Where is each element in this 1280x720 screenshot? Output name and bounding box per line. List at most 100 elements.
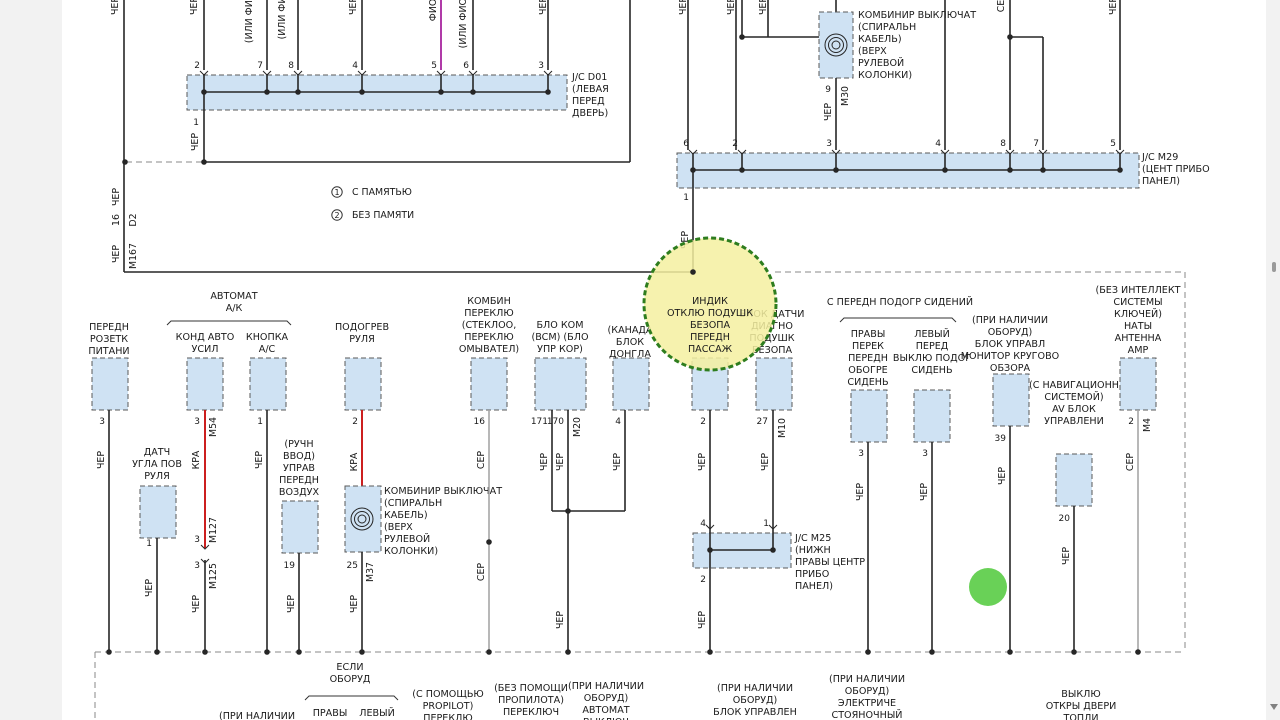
component-combo-switch-2-label: КОМБИНИР ВЫКЛЮЧАТ <box>384 486 502 497</box>
component-airbag-ind-label: ПАССАЖ <box>688 344 733 355</box>
component-avm-label: ОБЗОРА <box>990 363 1031 374</box>
group-header-auto-ac: АВТОМАТ <box>210 291 257 302</box>
component-wiper-switch-label: КОМБИН <box>467 296 511 307</box>
jc-m25-label: ПРАВЫ ЦЕНТР <box>795 557 865 568</box>
jc-m29-pin: 8 <box>1000 139 1006 149</box>
jc-d01-splice <box>438 89 444 95</box>
connector-label: M10 <box>777 418 788 438</box>
legend-number: 1 <box>334 188 339 197</box>
component-combo-switch-2-box <box>344 485 382 553</box>
jc-d01-bottom-pin: 1 <box>193 118 199 128</box>
wire-label: ЧЕР <box>254 451 265 469</box>
connector-label: D2 <box>128 213 139 226</box>
pin-label: 27 <box>757 417 768 427</box>
pin-label: 2 <box>1128 417 1134 427</box>
jc-d01-splice <box>545 89 551 95</box>
jc-d01-pin: 5 <box>431 61 437 71</box>
pin-label: 170 <box>547 417 564 427</box>
component-seat-heat-l-label: ПЕРЕД <box>916 341 949 352</box>
component-airbag-ind-label: ИНДИК <box>692 296 728 307</box>
bottom-label: ЛЕВЫЙ <box>359 706 395 719</box>
scrollbar-thumb[interactable] <box>1272 262 1276 272</box>
component-key-antenna-label: СИСТЕМЫ <box>1113 297 1162 308</box>
jc-d01-pin: 2 <box>194 61 200 71</box>
component-dongle-label: БЛОК <box>616 337 644 348</box>
component-airbag-ind-label: ОТКЛЮ ПОДУШК <box>667 308 753 319</box>
bottom-label: ТОПЛИ <box>1062 713 1098 720</box>
component-ac-amp-label: КОНД АВТО <box>176 332 235 343</box>
jc-m29-pin: 7 <box>1033 139 1039 149</box>
spiral-cable-icon <box>354 511 370 527</box>
jc-d01-label: (ЛЕВАЯ <box>572 84 609 95</box>
component-wiper-switch-label: ПЕРЕКЛЮ <box>464 308 514 319</box>
component-steer-heat-box <box>344 357 382 411</box>
component-dongle-label: (КАНАДА <box>608 325 653 336</box>
jc-m29-label: (ЦЕНТ ПРИБО <box>1142 164 1210 175</box>
scrollbar-track[interactable] <box>1266 0 1280 720</box>
wire-label: ЧЕР <box>612 453 623 471</box>
splice-dot <box>122 159 128 165</box>
pin-label: 9 <box>825 85 831 95</box>
group-header-front-heat: С ПЕРЕДН ПОДОГР СИДЕНИЙ <box>827 295 973 308</box>
jc-m29-splice <box>1007 167 1013 173</box>
wire-label: ЧЕР <box>96 451 107 469</box>
connector-label: M167 <box>128 243 139 269</box>
jc-m29-splice <box>739 167 745 173</box>
legend-num-icon <box>331 209 343 221</box>
bottom-label: (ПРИ НАЛИЧИИ <box>829 674 905 685</box>
wire-label: ЧЕР <box>760 453 771 471</box>
pin-label: 171 <box>531 417 548 427</box>
pin-label: 25 <box>347 561 358 571</box>
scroll-down-arrow-icon[interactable] <box>1270 704 1278 710</box>
jc-m29-splice <box>942 167 948 173</box>
component-wiper-switch-label: (СТЕКЛОО, <box>462 320 517 331</box>
pin-label: 39 <box>995 434 1007 444</box>
jc-d01-splice <box>359 89 365 95</box>
spiral-cable-icon <box>350 507 374 531</box>
bottom-label: PROPILOT) <box>423 701 474 712</box>
component-ac-switch-label: А/С <box>259 344 276 355</box>
splice-dot <box>565 508 571 514</box>
ground-splice-dot <box>154 649 160 655</box>
jc-m29-pin: 4 <box>935 139 941 149</box>
bottom-label: ОБОРУД) <box>845 686 890 697</box>
ground-splice-dot <box>264 649 270 655</box>
component-front-socket-label: ПЕРЕДН <box>89 322 129 333</box>
component-wiper-switch-label: ПЕРЕКЛЮ <box>464 332 514 343</box>
component-key-antenna-label: (БЕЗ ИНТЕЛЛЕКТ <box>1095 285 1180 296</box>
wire-label: ЧЕР <box>1108 0 1119 15</box>
bottom-label: ВЫКЛЮЧ <box>583 717 629 720</box>
jc-m29-pin: 2 <box>732 139 738 149</box>
wire-label: ЧЕР <box>144 579 155 597</box>
legend-text: БЕЗ ПАМЯТИ <box>352 210 414 221</box>
wire-label: ЧЕР <box>111 245 122 263</box>
component-ac-amp-box <box>186 357 224 411</box>
ground-splice-dot <box>707 649 713 655</box>
component-combo-switch-2-label: КАБЕЛЬ) <box>384 510 428 521</box>
jc-d01-label: J/C D01 <box>571 72 607 83</box>
component-steer-angle-label: УГЛА ПОВ <box>132 459 182 470</box>
component-key-antenna-label: АНТЕННА <box>1115 333 1162 344</box>
ground-splice-dot <box>565 649 571 655</box>
component-av-unit-label: СИСТЕМОЙ) <box>1044 390 1103 403</box>
legend-number: 2 <box>334 211 339 220</box>
splice-dot <box>486 539 492 545</box>
spiral-cable-icon <box>824 33 848 57</box>
jc-d01-label: ДВЕРЬ) <box>572 108 608 119</box>
component-dongle-box <box>612 357 650 411</box>
bottom-label: СТОЯНОЧНЫЙ <box>832 708 903 720</box>
bottom-label: ЕСЛИ <box>336 662 363 673</box>
wire-label: СЕР <box>1125 453 1136 471</box>
component-avm-label: ОБОРУД) <box>988 327 1033 338</box>
connector-label: M127 <box>208 517 219 543</box>
ground-splice-dot <box>359 649 365 655</box>
component-avm-box <box>992 373 1030 427</box>
wire-label: (ИЛИ ФИ <box>277 0 288 39</box>
bottom-label: БЛОК УПРАВЛЕН <box>713 707 797 718</box>
connector-label: M30 <box>840 86 851 106</box>
connector-label: M4 <box>1142 418 1153 432</box>
component-seat-heat-r-label: ПЕРЕК <box>852 341 884 352</box>
pin-label: 3 <box>922 449 928 459</box>
bottom-label: (ПРИ НАЛИЧИИ <box>219 711 295 720</box>
cursor-indicator <box>969 568 1007 606</box>
